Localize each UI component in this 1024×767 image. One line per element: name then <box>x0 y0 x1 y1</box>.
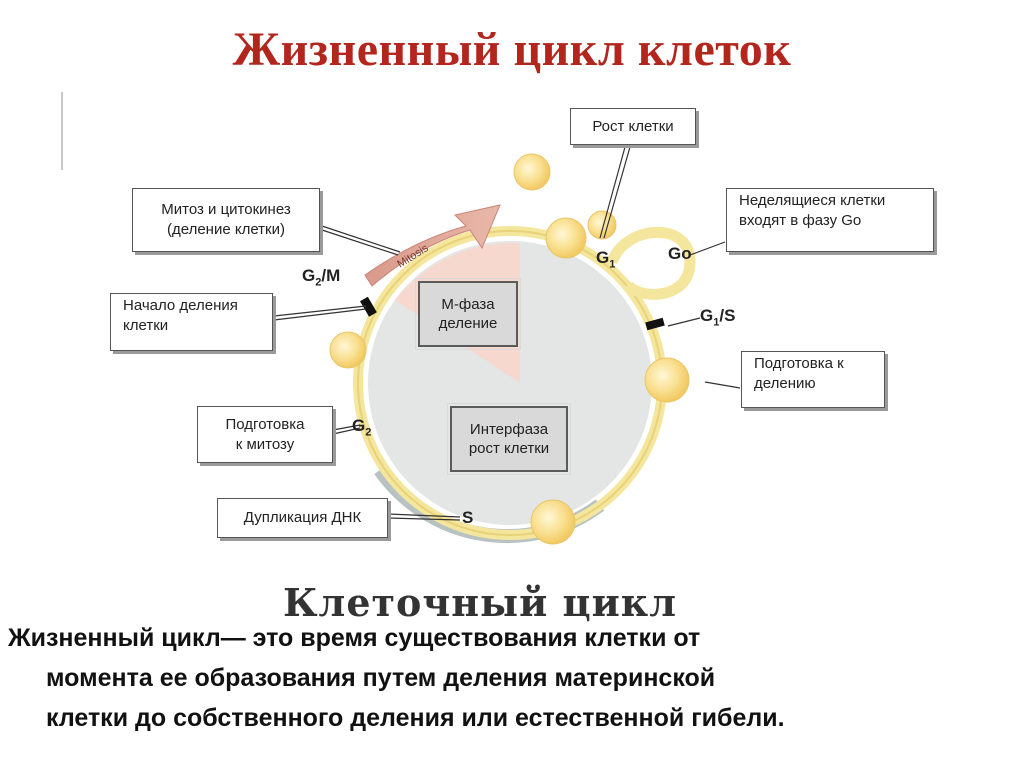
mitosis-arrow <box>364 204 501 287</box>
description-line: Жизненный цикл— это время существования … <box>8 624 701 652</box>
label-division-start: Начало деления клетки <box>110 293 273 351</box>
phase-g2: G2 <box>352 416 372 439</box>
phase-go: Go <box>668 244 692 263</box>
label-cell-growth: Рост клетки <box>570 108 696 145</box>
go-loop <box>606 226 696 300</box>
phase-s: S <box>462 508 474 527</box>
page-title: Жизненный цикл клеток <box>232 23 792 76</box>
cell <box>644 357 690 403</box>
label-dna-duplication: Дупликация ДНК <box>217 498 388 538</box>
description-line: клетки до собственного деления или естес… <box>46 704 785 732</box>
cells <box>329 153 690 545</box>
phase-g2-m: G2/M <box>302 266 341 289</box>
cell-cycle-caption: Клеточный цикл <box>282 580 678 625</box>
g2m-checkpoint <box>360 296 377 317</box>
label-mitosis-cytokinesis: Митоз и цитокинез (деление клетки) <box>132 188 320 252</box>
cell <box>530 499 576 545</box>
label-non-dividing-cells: Неделящиеся клетки входят в фазу Go <box>726 188 934 252</box>
interphase-box: Интерфаза рост клетки <box>447 403 571 475</box>
phase-g1: G1 <box>596 248 616 271</box>
pointer-lines <box>273 146 741 521</box>
label-prep-division: Подготовка к делению <box>741 351 885 408</box>
divider-line <box>61 92 63 170</box>
cell <box>545 217 587 259</box>
description-line: момента ее образования путем деления мат… <box>46 664 716 692</box>
g1s-checkpoint <box>645 317 665 331</box>
cell <box>329 331 367 369</box>
description: Жизненный цикл— это время существования … <box>8 618 1018 738</box>
phase-g1-s: G1/S <box>700 306 736 329</box>
label-prep-mitosis: Подготовка к митозу <box>197 406 333 463</box>
cell <box>513 153 551 191</box>
cell <box>587 210 617 240</box>
m-phase-box: М-фаза деление <box>415 278 521 350</box>
